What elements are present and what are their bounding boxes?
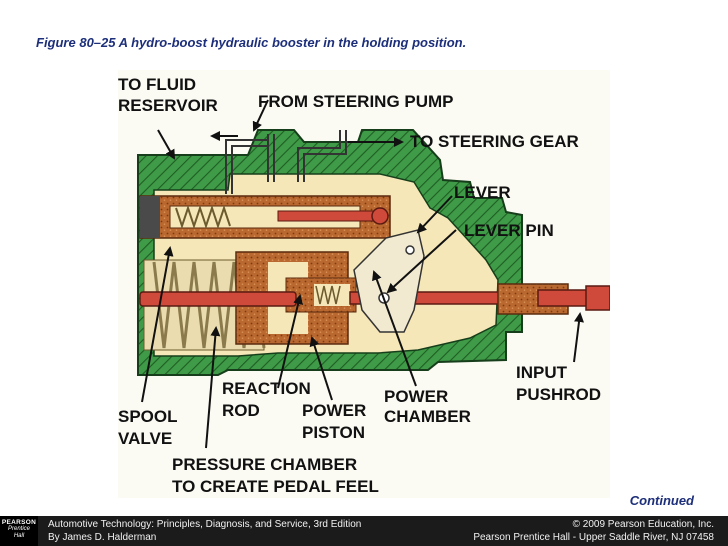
lever — [353, 229, 425, 333]
label-lever-pin: LEVER PIN — [464, 221, 554, 240]
logo-line-2: Prentice — [7, 526, 30, 532]
diagram-illustration: TO FLUID RESERVOIR FROM STEERING PUMP TO… — [118, 75, 610, 496]
slide-footer: PEARSON Prentice Hall Automotive Technol… — [0, 516, 728, 546]
label-lever: LEVER — [454, 183, 511, 202]
pearson-logo: PEARSON Prentice Hall — [0, 516, 38, 546]
leader-arrows — [141, 99, 584, 449]
label-pressure-chamber-2: TO CREATE PEDAL FEEL — [172, 477, 379, 496]
hydro-boost-diagram: TO FLUID RESERVOIR FROM STEERING PUMP TO… — [118, 70, 610, 498]
label-to-steering-gear: TO STEERING GEAR — [410, 132, 579, 151]
logo-line-1: PEARSON — [1, 519, 37, 526]
hydraulic-lines — [225, 130, 347, 194]
label-power-chamber-2: CHAMBER — [384, 407, 471, 426]
label-to-fluid-reservoir-1: TO FLUID — [118, 75, 196, 94]
diagram-labels: TO FLUID RESERVOIR FROM STEERING PUMP TO… — [118, 75, 601, 496]
label-input-pushrod-2: PUSHROD — [516, 385, 601, 404]
label-power-chamber-1: POWER — [384, 387, 448, 406]
logo-line-3: Hall — [13, 533, 25, 539]
label-power-piston-2: PISTON — [302, 423, 365, 442]
input-pushrod — [497, 283, 610, 315]
label-input-pushrod-1: INPUT — [516, 363, 568, 382]
footer-author: By James D. Halderman — [48, 532, 157, 543]
label-reaction-rod-1: REACTION — [222, 379, 311, 398]
footer-copyright: © 2009 Pearson Education, Inc. — [572, 519, 714, 530]
slide-title: Figure 80–25 A hydro-boost hydraulic boo… — [36, 35, 467, 50]
label-reaction-rod-2: ROD — [222, 401, 260, 420]
label-pressure-chamber-1: PRESSURE CHAMBER — [172, 455, 357, 474]
label-spool-valve-2: VALVE — [118, 429, 172, 448]
label-to-fluid-reservoir-2: RESERVOIR — [118, 96, 218, 115]
footer-book-title: Automotive Technology: Principles, Diagn… — [48, 519, 362, 530]
continued-label: Continued — [629, 493, 694, 508]
label-power-piston-1: POWER — [302, 401, 366, 420]
label-spool-valve-1: SPOOL — [118, 407, 178, 426]
spool-valve-assembly — [139, 195, 391, 239]
footer-publisher: Pearson Prentice Hall - Upper Saddle Riv… — [473, 532, 714, 543]
label-from-steering-pump: FROM STEERING PUMP — [258, 92, 454, 111]
